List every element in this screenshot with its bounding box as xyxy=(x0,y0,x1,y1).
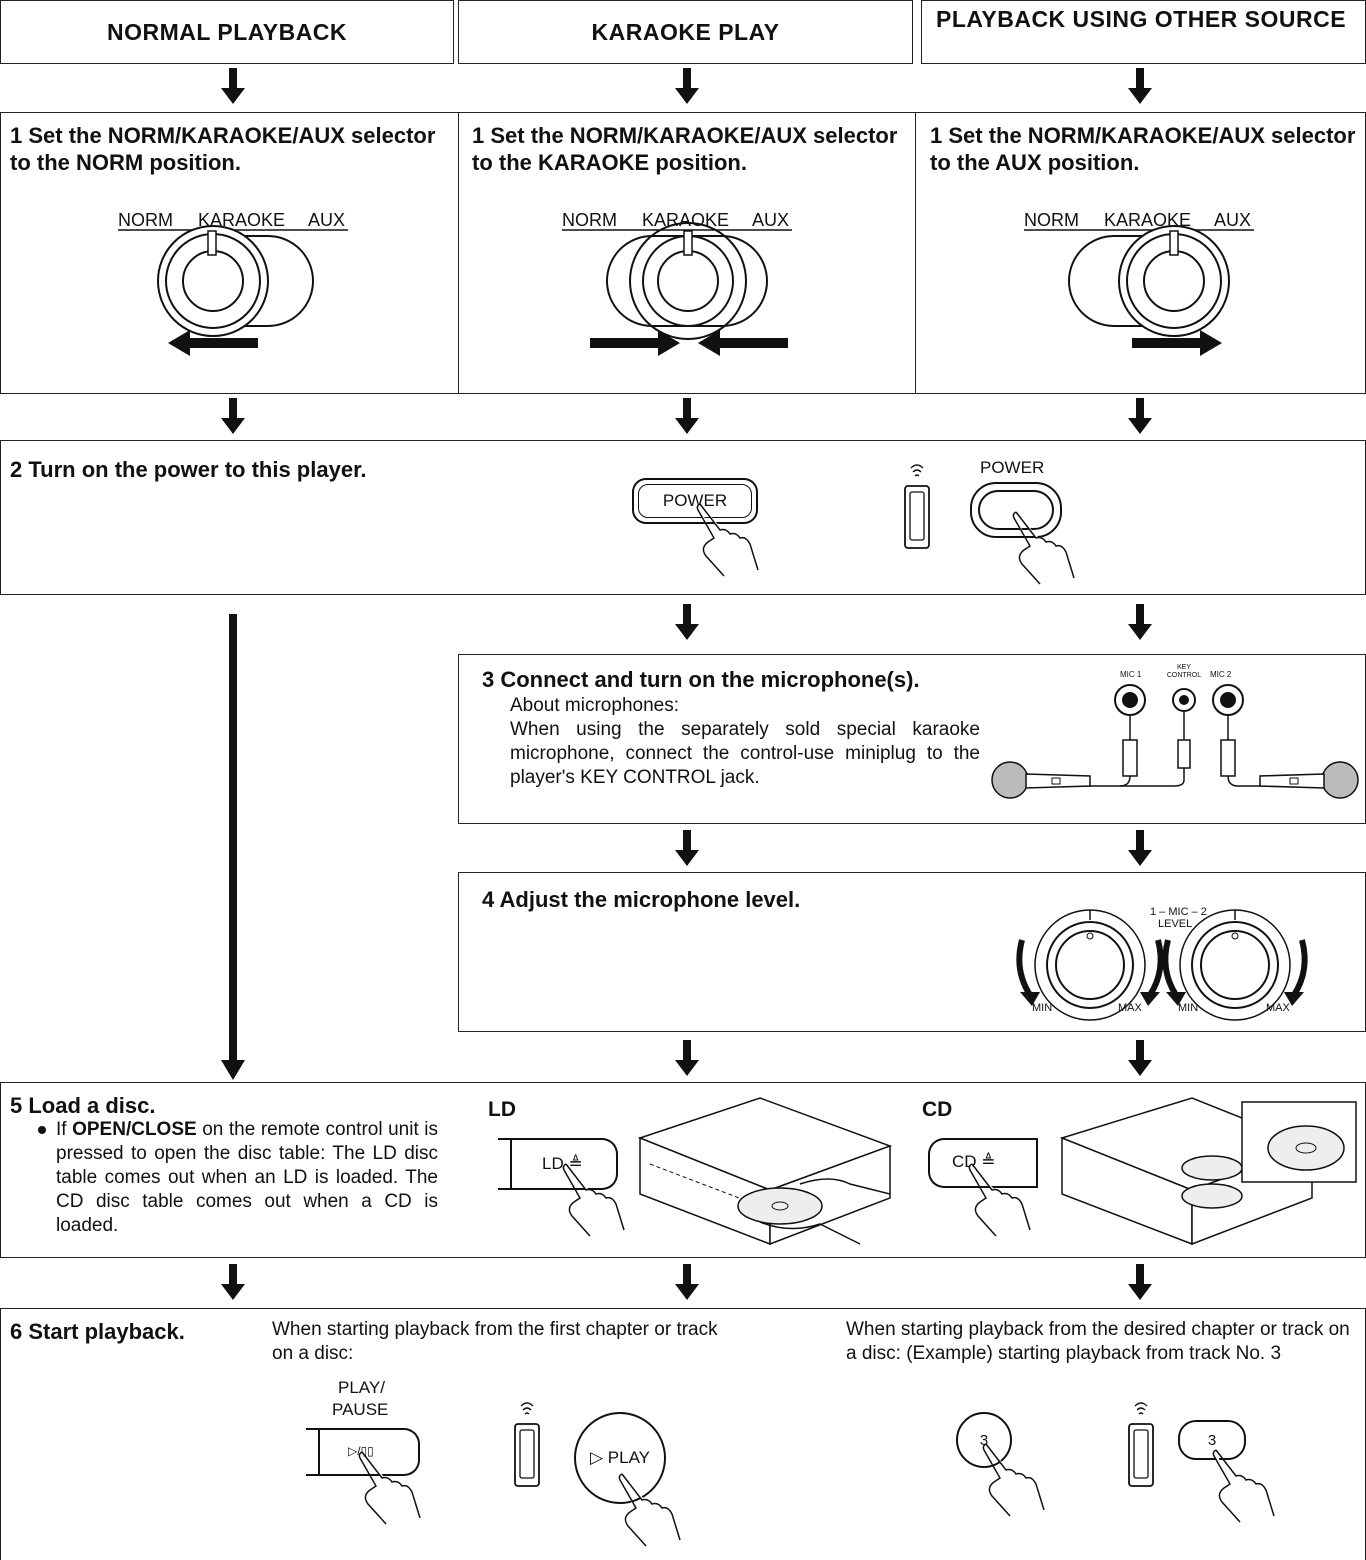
hand-pointer-icon xyxy=(982,1443,1045,1517)
selector-switch-karaoke-diagram xyxy=(562,222,792,340)
cd-eject-button[interactable]: CD ≜ xyxy=(928,1138,1038,1188)
karaoke-label: KARAOKE xyxy=(198,210,286,230)
selector-labels-normal: NORM KARAOKE AUX xyxy=(118,210,358,232)
down-arrow-icon xyxy=(675,830,699,866)
selector-switch-aux-diagram xyxy=(1024,225,1254,337)
player-ld-loading-illustration xyxy=(637,1097,893,1246)
down-arrow-icon xyxy=(221,1264,245,1300)
down-arrow-icon xyxy=(1128,830,1152,866)
player-cd-loading-illustration xyxy=(1059,1097,1357,1246)
step3-panel xyxy=(458,654,1366,824)
ld-heading: LD xyxy=(488,1098,516,1121)
mic-level-sub: LEVEL xyxy=(1158,918,1193,930)
header-karaoke-play: KARAOKE PLAY xyxy=(458,0,913,64)
header-normal-playback: NORMAL PLAYBACK xyxy=(0,0,454,64)
down-arrow-icon xyxy=(675,604,699,640)
arrow-right-icon xyxy=(1132,330,1222,356)
skip-down-arrow-icon xyxy=(221,614,245,1080)
down-arrow-icon xyxy=(675,1264,699,1300)
down-arrow-icon xyxy=(1128,604,1152,640)
aux-label: AUX xyxy=(1214,210,1252,230)
hand-pointer-icon xyxy=(618,1473,681,1547)
step1-normal-instruction: 1 Set the NORM/KARAOKE/AUX selector to t… xyxy=(10,123,436,175)
cd-heading: CD xyxy=(922,1098,953,1121)
cd-eject-label: CD ≜ xyxy=(952,1152,996,1171)
ld-eject-label: LD ≜ xyxy=(542,1154,583,1173)
aux-label: AUX xyxy=(752,210,790,230)
step1-karaoke-instruction: 1 Set the NORM/KARAOKE/AUX selector to t… xyxy=(472,123,898,175)
selector-labels-karaoke: NORM KARAOKE AUX xyxy=(562,210,802,232)
remote-control-icon xyxy=(514,1402,540,1487)
track-3-button[interactable]: 3 xyxy=(956,1412,1012,1468)
mic-level-title: 1 – MIC – 2 xyxy=(1150,906,1207,918)
hand-pointer-icon xyxy=(696,503,759,577)
header-other-source: PLAYBACK USING OTHER SOURCE xyxy=(921,0,1366,64)
open-close-label: OPEN/CLOSE xyxy=(72,1119,197,1140)
down-arrow-icon xyxy=(1128,68,1152,104)
step6-first-text: When starting playback from the first ch… xyxy=(272,1319,718,1364)
norm-label: NORM xyxy=(562,210,617,230)
step6-instruction: 6 Start playback. xyxy=(10,1319,185,1344)
arrow-left-icon xyxy=(698,330,788,356)
play-pause-label-1: PLAY/ xyxy=(338,1378,385,1397)
power-button-label: POWER xyxy=(638,484,752,518)
knob1-max-label: MAX xyxy=(1118,1002,1142,1014)
step3-body: When using the separately sold special k… xyxy=(510,719,980,788)
remote-power-label: POWER xyxy=(980,458,1045,477)
remote-control-icon xyxy=(1128,1402,1154,1487)
remote-power-button[interactable] xyxy=(970,482,1062,538)
jack-label-key-control: KEY CONTROL xyxy=(1166,664,1202,679)
step5-instruction: 5 Load a disc. xyxy=(10,1093,156,1118)
selector-switch-norm-diagram xyxy=(118,225,348,337)
down-arrow-icon xyxy=(221,398,245,434)
remote-track-3-button[interactable]: 3 xyxy=(1178,1420,1246,1460)
hand-pointer-icon xyxy=(358,1451,421,1525)
power-button[interactable]: POWER xyxy=(632,478,758,524)
down-arrow-icon xyxy=(675,68,699,104)
mic-level-knobs-diagram xyxy=(1016,909,1308,1021)
down-arrow-icon xyxy=(1128,1264,1152,1300)
step5-bullet-prefix: If xyxy=(56,1119,73,1140)
jack-label-mic1: MIC 1 xyxy=(1120,670,1142,679)
knob2-min-label: MIN xyxy=(1178,1002,1199,1014)
play-pause-button[interactable]: ▷/▯▯ xyxy=(306,1428,420,1476)
step3-instruction: 3 Connect and turn on the microphone(s). xyxy=(482,667,920,692)
hand-pointer-icon xyxy=(1012,511,1075,585)
down-arrow-icon xyxy=(675,1040,699,1076)
remote-control-icon xyxy=(904,464,930,549)
karaoke-label: KARAOKE xyxy=(1104,210,1192,230)
norm-label: NORM xyxy=(118,210,173,230)
hand-pointer-icon xyxy=(1212,1449,1275,1523)
down-arrow-icon xyxy=(221,68,245,104)
step5-bullet-rest: on the remote control unit is pressed to… xyxy=(56,1119,438,1236)
step6-desired-text: When starting playback from the desired … xyxy=(846,1319,1350,1364)
selector-labels-aux: NORM KARAOKE AUX xyxy=(1024,210,1264,232)
norm-label: NORM xyxy=(1024,210,1079,230)
hand-pointer-icon xyxy=(562,1163,625,1237)
step1-other-instruction: 1 Set the NORM/KARAOKE/AUX selector to t… xyxy=(930,123,1356,175)
down-arrow-icon xyxy=(675,398,699,434)
down-arrow-icon xyxy=(1128,1040,1152,1076)
knob1-min-label: MIN xyxy=(1032,1002,1053,1014)
knob2-max-label: MAX xyxy=(1266,1002,1290,1014)
step4-instruction: 4 Adjust the microphone level. xyxy=(482,887,801,912)
step3-subtitle: About microphones: xyxy=(510,695,679,716)
play-pause-label-2: PAUSE xyxy=(332,1400,389,1419)
step5-bullet-dot xyxy=(38,1126,46,1134)
down-arrow-icon xyxy=(1128,398,1152,434)
arrow-right-icon xyxy=(590,330,680,356)
hand-pointer-icon xyxy=(968,1163,1031,1237)
aux-label: AUX xyxy=(308,210,346,230)
step5-bullet-text: If OPEN/CLOSE on the remote control unit… xyxy=(56,1118,438,1238)
arrow-left-icon xyxy=(168,330,258,356)
microphone-connection-diagram xyxy=(991,684,1359,799)
jack-label-mic2: MIC 2 xyxy=(1210,670,1232,679)
karaoke-label: KARAOKE xyxy=(642,210,730,230)
step2-instruction: 2 Turn on the power to this player. xyxy=(10,457,367,482)
remote-play-button[interactable]: ▷ PLAY xyxy=(574,1412,666,1504)
ld-eject-button[interactable]: LD ≜ xyxy=(498,1138,618,1190)
play-pause-glyph: ▷/▯▯ xyxy=(348,1444,374,1458)
